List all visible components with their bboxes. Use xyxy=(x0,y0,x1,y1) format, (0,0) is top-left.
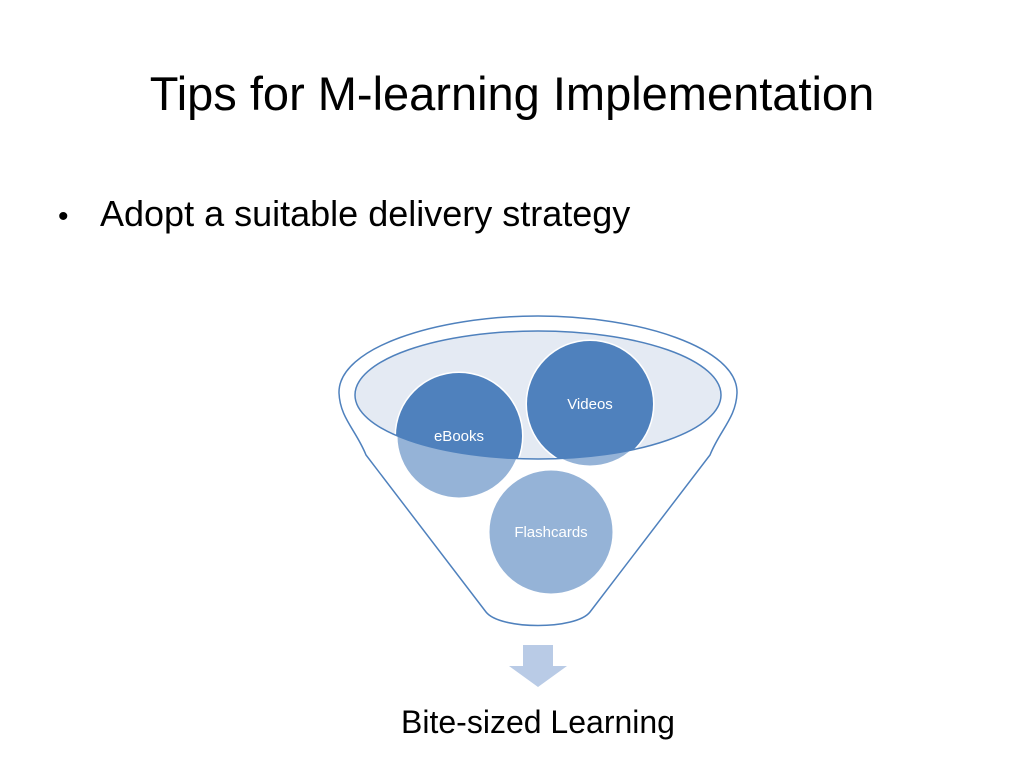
funnel-output-label: Bite-sized Learning xyxy=(401,704,675,740)
funnel-circle-label-flashcards: Flashcards xyxy=(514,524,587,541)
bullet-marker: • xyxy=(58,200,69,233)
bullet-item: • Adopt a suitable delivery strategy xyxy=(58,188,958,243)
funnel-circle-videos: Videos xyxy=(525,339,655,469)
bullet-text: Adopt a suitable delivery strategy xyxy=(100,193,631,234)
funnel-circle-label-ebooks: eBooks xyxy=(434,428,484,445)
slide-title: Tips for M-learning Implementation xyxy=(149,67,875,120)
funnel-circle-flashcards: Flashcards xyxy=(486,467,616,597)
funnel-circle-ebooks: eBooks xyxy=(394,371,524,501)
bullet-list: • Adopt a suitable delivery strategy xyxy=(58,188,958,243)
funnel-rim-outline xyxy=(354,330,722,460)
down-arrow-icon xyxy=(509,645,567,687)
funnel-outline xyxy=(338,315,738,627)
funnel-circle-label-videos: Videos xyxy=(567,396,613,413)
